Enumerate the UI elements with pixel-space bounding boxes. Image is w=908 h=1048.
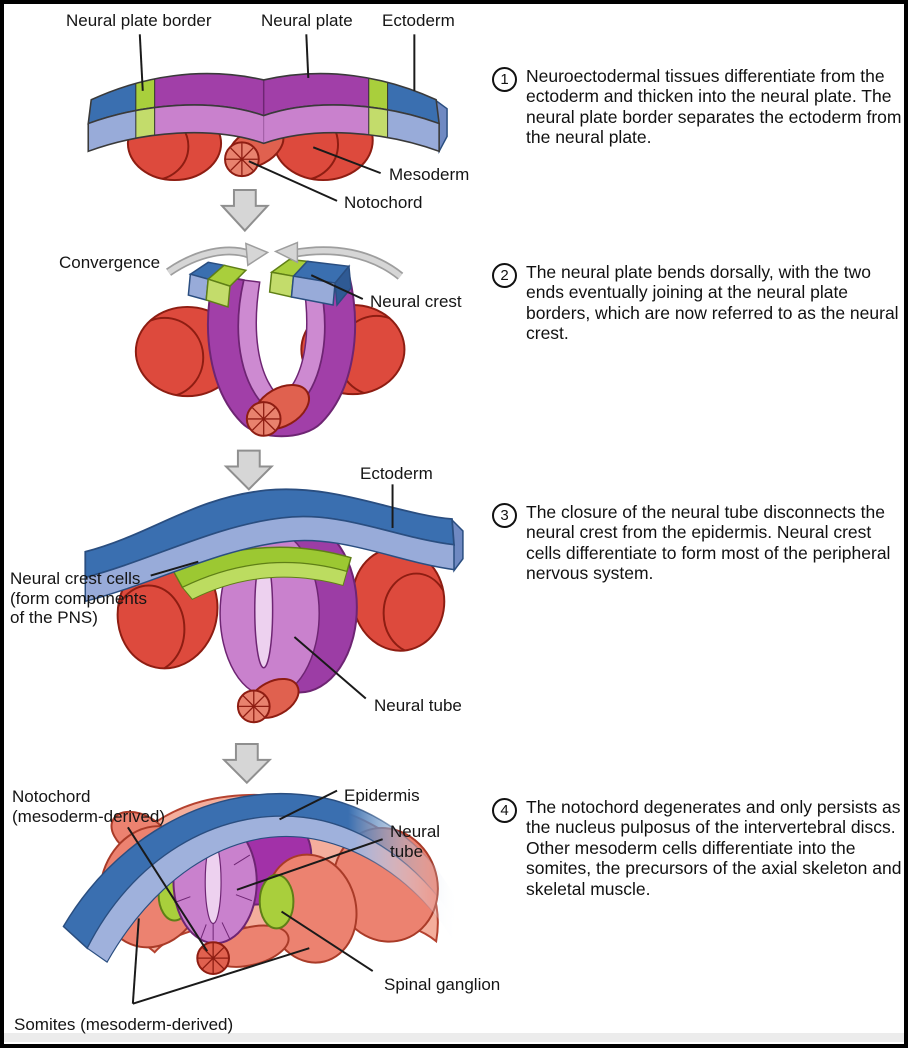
label-ectoderm-3: Ectoderm bbox=[360, 464, 433, 483]
label-epidermis: Epidermis bbox=[344, 786, 420, 805]
label-neural-plate: Neural plate bbox=[261, 11, 353, 30]
step-3-number-badge: 3 bbox=[492, 503, 517, 528]
step-2-description: The neural plate bends dorsally, with th… bbox=[526, 262, 899, 344]
step-1-number-badge: 1 bbox=[492, 67, 517, 92]
stage3-illustration bbox=[84, 484, 464, 724]
down-arrow-icon bbox=[223, 449, 275, 491]
label-spinal-ganglion: Spinal ganglion bbox=[384, 975, 501, 994]
stage1-illustration bbox=[87, 34, 448, 202]
label-notochord-4: Notochord (mesoderm-derived) bbox=[12, 787, 166, 826]
neural-crest-blocks bbox=[187, 258, 352, 308]
stage4-pointer-lines bbox=[127, 789, 383, 1005]
step-3: 3 The closure of the neural tube disconn… bbox=[492, 502, 904, 584]
step-2-number-badge: 2 bbox=[492, 263, 517, 288]
step-4: 4 The notochord degenerates and only per… bbox=[492, 797, 904, 899]
stage4-illustration bbox=[62, 789, 460, 1005]
down-arrow-icon bbox=[221, 743, 273, 785]
step-3-description: The closure of the neural tube disconnec… bbox=[526, 502, 891, 584]
label-ectoderm-1: Ectoderm bbox=[382, 11, 455, 30]
label-neural-tube-3: Neural tube bbox=[374, 696, 462, 715]
step-2: 2 The neural plate bends dorsally, with … bbox=[492, 262, 904, 344]
label-convergence: Convergence bbox=[59, 253, 161, 272]
stage3-pointer-lines bbox=[150, 484, 394, 700]
diagram-canvas bbox=[62, 34, 464, 1005]
bottom-strip bbox=[4, 1033, 904, 1042]
down-arrow-icon bbox=[219, 188, 270, 233]
label-neural-plate-border: Neural plate border bbox=[66, 11, 212, 30]
stage1-pointer-lines bbox=[138, 34, 416, 202]
label-neural-crest-cells: Neural crest cells (form components of t… bbox=[10, 569, 147, 628]
label-neural-tube-4: Neural tube bbox=[390, 822, 441, 861]
label-notochord-1: Notochord bbox=[344, 193, 423, 212]
label-neural-crest: Neural crest bbox=[370, 292, 462, 311]
label-mesoderm: Mesoderm bbox=[389, 165, 470, 184]
stage2-illustration bbox=[134, 241, 406, 438]
step-4-description: The notochord degenerates and only persi… bbox=[526, 797, 902, 899]
step-1: 1 Neuroectodermal tissues differentiate … bbox=[492, 66, 904, 148]
step-1-description: Neuroectodermal tissues differentiate fr… bbox=[526, 66, 902, 148]
convergence-arrow-icon bbox=[166, 241, 404, 280]
spinal-ganglion-right bbox=[258, 873, 295, 930]
step-4-number-badge: 4 bbox=[492, 798, 517, 823]
label-somites: Somites (mesoderm-derived) bbox=[14, 1015, 234, 1034]
